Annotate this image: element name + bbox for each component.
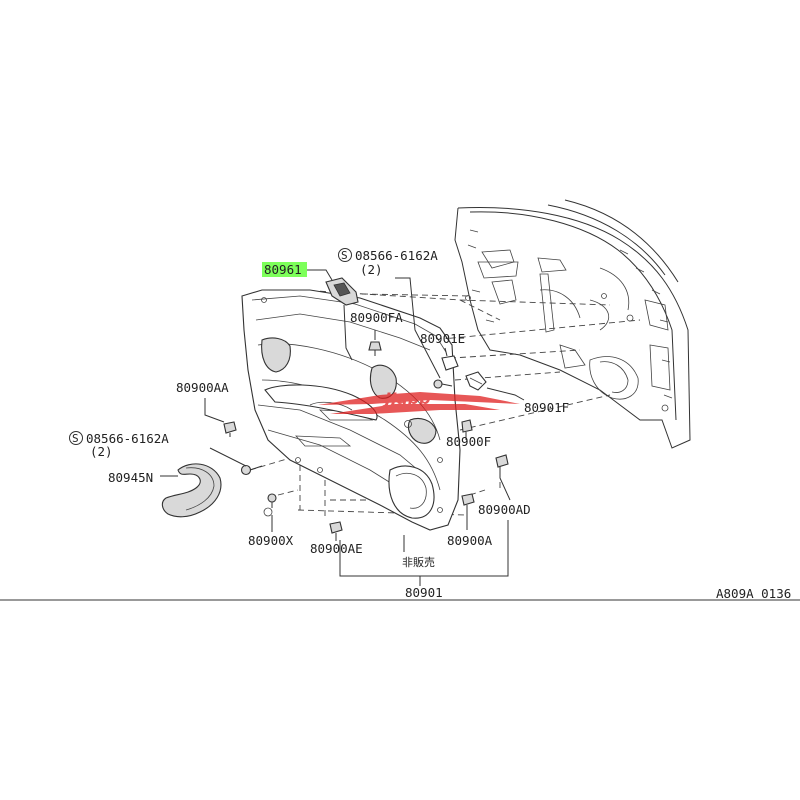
s-marker-left: S (72, 432, 79, 445)
label-08566-top: 08566-6162A (355, 248, 438, 263)
label-08566-top-qty: (2) (360, 262, 383, 277)
standard-part-markers: S S (69, 248, 352, 445)
label-80901: 80901 (405, 585, 443, 600)
pull-handle-80945N (161, 463, 222, 518)
part-labels: 80961 08566-6162A (2) 80900FA 80901E 809… (86, 248, 791, 601)
label-80900A: 80900A (447, 533, 493, 548)
watermark-text: JJapp (382, 389, 431, 408)
label-80900AA: 80900AA (176, 380, 229, 395)
label-80901E: 80901E (420, 331, 465, 346)
watermark-logo: JJapp (318, 389, 520, 414)
label-not-sold: 非販売 (402, 556, 435, 569)
label-80900FA: 80900FA (350, 310, 403, 325)
door-frame (454, 199, 691, 449)
label-80900F: 80900F (446, 434, 491, 449)
label-80900AE: 80900AE (310, 541, 363, 556)
drawing-code: A809A 0136 (716, 586, 791, 601)
switch-bezel-80961 (325, 277, 359, 306)
label-80900AD: 80900AD (478, 502, 531, 517)
label-80961: 80961 (264, 262, 302, 277)
part-highlight (262, 262, 307, 277)
s-marker-top: S (341, 249, 348, 262)
label-08566-left: 08566-6162A (86, 431, 169, 446)
fasteners (223, 341, 509, 534)
label-80901F: 80901F (524, 400, 569, 415)
leader-lines (0, 269, 800, 601)
label-80900X: 80900X (248, 533, 294, 548)
label-80945N: 80945N (108, 470, 153, 485)
label-08566-left-qty: (2) (90, 444, 113, 459)
